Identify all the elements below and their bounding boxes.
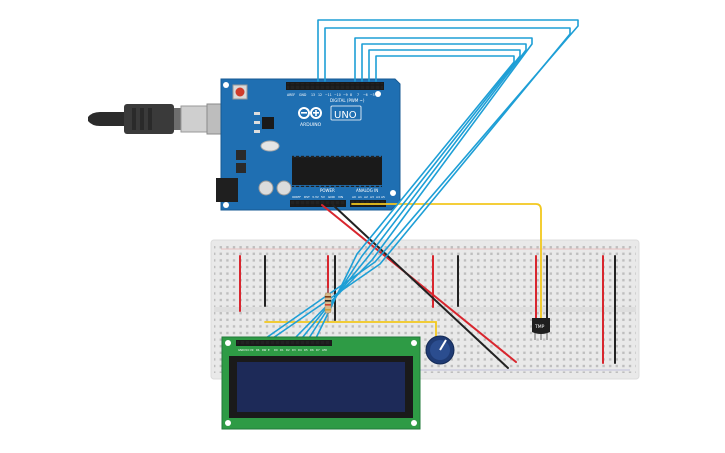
analog-label: ANALOG IN	[356, 188, 378, 193]
analog-wire-a0	[351, 203, 542, 321]
svg-text:~6: ~6	[363, 93, 368, 97]
signal-wires-blue	[265, 19, 579, 339]
svg-text:5V: 5V	[321, 195, 326, 199]
svg-text:D4: D4	[298, 348, 302, 352]
svg-text:13: 13	[311, 93, 315, 97]
svg-text:RS: RS	[256, 348, 260, 352]
svg-text:GND: GND	[299, 93, 307, 97]
wire-d3	[308, 49, 521, 339]
wire-d4	[301, 43, 527, 339]
svg-text:D2: D2	[286, 348, 290, 352]
power-wire-5v	[321, 204, 517, 363]
wire-d2	[315, 55, 515, 339]
lcd-screen	[237, 362, 405, 412]
svg-text:RW: RW	[262, 348, 267, 352]
potentiometer-icon	[425, 335, 455, 365]
resistor-icon	[324, 288, 332, 322]
svg-text:IOREF: IOREF	[292, 195, 301, 199]
svg-text:A5: A5	[381, 195, 385, 199]
svg-text:D5: D5	[304, 348, 308, 352]
wire-d11	[272, 27, 571, 339]
svg-text:GND: GND	[238, 348, 244, 352]
svg-text:7: 7	[357, 93, 359, 97]
svg-text:A4: A4	[376, 195, 380, 199]
svg-text:VIN: VIN	[338, 195, 343, 199]
svg-text:V0: V0	[250, 348, 254, 352]
svg-text:VCC: VCC	[244, 348, 250, 352]
svg-text:D6: D6	[310, 348, 314, 352]
signal-wires-yellow	[264, 203, 542, 339]
svg-text:E: E	[268, 348, 270, 352]
svg-text:~11: ~11	[325, 93, 332, 97]
ground-wire	[332, 204, 509, 369]
temperature-sensor-icon: TMP	[532, 318, 550, 340]
power-wires	[321, 204, 517, 369]
power-label: POWER	[320, 188, 335, 193]
svg-text:A2: A2	[364, 195, 368, 199]
svg-text:A0: A0	[352, 195, 356, 199]
svg-text:~9: ~9	[343, 93, 348, 97]
svg-text:A3: A3	[370, 195, 374, 199]
arduino-logo	[298, 107, 322, 119]
svg-text:4: 4	[377, 93, 379, 97]
arduino-model: UNO	[334, 110, 357, 121]
svg-text:3.3V: 3.3V	[312, 195, 320, 199]
svg-text:D7: D7	[316, 348, 320, 352]
svg-text:8: 8	[350, 93, 352, 97]
svg-text:RST: RST	[304, 195, 310, 199]
svg-text:LED: LED	[322, 348, 327, 352]
svg-text:~5: ~5	[370, 93, 375, 97]
svg-text:GND: GND	[328, 195, 336, 199]
digital-label: DIGITAL (PWM ~)	[330, 98, 365, 103]
svg-text:AREF: AREF	[287, 93, 295, 97]
svg-text:D1: D1	[280, 348, 284, 352]
wire-d5	[294, 37, 533, 339]
svg-text:D3: D3	[292, 348, 296, 352]
svg-text:12: 12	[318, 93, 322, 97]
arduino-brand: ARDUINO	[300, 122, 322, 128]
svg-text:~10: ~10	[334, 93, 341, 97]
svg-text:A1: A1	[358, 195, 362, 199]
svg-text:D0: D0	[274, 348, 278, 352]
contrast-wire	[264, 321, 437, 339]
usb-cable-icon	[88, 103, 232, 135]
sensor-label: TMP	[534, 324, 545, 330]
